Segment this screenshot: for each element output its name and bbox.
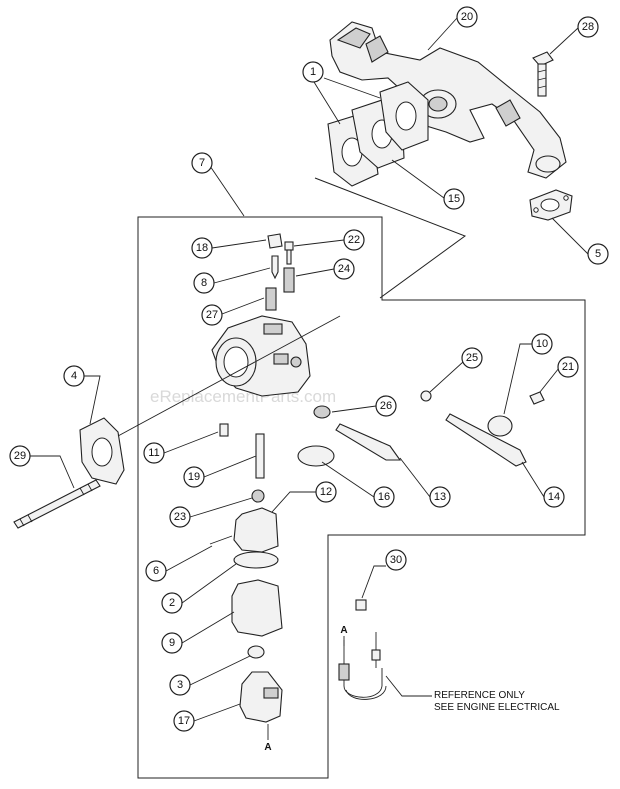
svg-text:25: 25: [466, 352, 478, 364]
svg-text:8: 8: [201, 277, 207, 289]
svg-text:19: 19: [188, 471, 200, 483]
svg-text:6: 6: [153, 565, 159, 577]
callout-5: 5: [551, 217, 609, 265]
svg-text:11: 11: [148, 447, 159, 459]
svg-text:21: 21: [562, 361, 574, 373]
callout-16: 16: [321, 461, 395, 508]
gasket-5: [529, 189, 573, 221]
callout-15: 15: [391, 159, 465, 210]
screws-and-springs: [265, 233, 295, 311]
svg-text:28: 28: [582, 21, 594, 33]
callout-8: 8: [193, 267, 271, 294]
callout-17: 17: [173, 703, 241, 732]
callout-26: 26: [331, 395, 397, 417]
callout-14: 14: [521, 461, 565, 508]
svg-text:12: 12: [320, 486, 332, 498]
svg-text:3: 3: [177, 679, 183, 691]
svg-text:30: 30: [390, 554, 402, 566]
callout-24: 24: [295, 258, 355, 280]
callout-27: 27: [201, 297, 265, 326]
svg-text:16: 16: [378, 491, 390, 503]
electrical-harness: [338, 599, 387, 700]
stud-29: [13, 479, 101, 529]
svg-text:17: 17: [178, 715, 190, 727]
svg-text:4: 4: [71, 370, 77, 382]
svg-text:29: 29: [14, 450, 26, 462]
svg-text:22: 22: [348, 234, 360, 246]
svg-text:10: 10: [536, 338, 548, 350]
reference-note-line-2: SEE ENGINE ELECTRICAL: [434, 702, 560, 713]
manifold-gaskets: [327, 81, 429, 187]
callout-11: 11: [143, 431, 219, 464]
svg-text:23: 23: [174, 511, 186, 523]
callout-18: 18: [191, 237, 267, 259]
callout-29: 29: [9, 445, 75, 489]
assembly-axis: [117, 315, 341, 437]
connector-marker-bottom: A: [264, 742, 271, 753]
callout-3: 3: [169, 655, 251, 696]
callout-19: 19: [183, 455, 257, 488]
svg-text:1: 1: [310, 66, 316, 78]
callout-6: 6: [145, 545, 213, 582]
gasket-4: [79, 417, 125, 485]
svg-text:18: 18: [196, 242, 208, 254]
callout-25: 25: [429, 347, 483, 393]
svg-text:7: 7: [199, 157, 205, 169]
svg-text:20: 20: [461, 11, 473, 23]
callout-22: 22: [293, 229, 365, 251]
callout-1: 1: [302, 61, 381, 125]
svg-text:27: 27: [206, 309, 218, 321]
callout-21: 21: [539, 356, 579, 393]
connector-marker-top: A: [340, 625, 347, 636]
float-bowl-parts: [209, 423, 283, 723]
svg-text:13: 13: [434, 491, 446, 503]
carburetor-group-outline: [137, 216, 586, 779]
callout-28: 28: [549, 16, 599, 55]
callout-10: 10: [503, 333, 553, 415]
callout-20: 20: [427, 6, 478, 51]
svg-text:15: 15: [448, 193, 460, 205]
callout-23: 23: [169, 497, 253, 528]
callout-12: 12: [271, 481, 337, 513]
svg-text:14: 14: [548, 491, 560, 503]
bolt-28: [532, 51, 554, 97]
callout-7: 7: [191, 152, 245, 217]
svg-text:5: 5: [595, 248, 601, 260]
callout-4: 4: [63, 365, 101, 425]
carburetor-body: [211, 315, 311, 397]
throttle-shafts: [297, 390, 545, 467]
svg-text:26: 26: [380, 400, 392, 412]
manifold-group-outline: [314, 177, 467, 299]
svg-text:2: 2: [169, 597, 175, 609]
svg-text:9: 9: [169, 637, 175, 649]
reference-note-line-1: REFERENCE ONLY: [434, 690, 525, 701]
svg-text:24: 24: [338, 263, 350, 275]
callout-2: 2: [161, 563, 237, 614]
callout-13: 13: [399, 457, 451, 508]
callout-30: 30: [361, 549, 407, 599]
reference-note-leader: [385, 675, 432, 697]
callout-9: 9: [161, 611, 235, 654]
